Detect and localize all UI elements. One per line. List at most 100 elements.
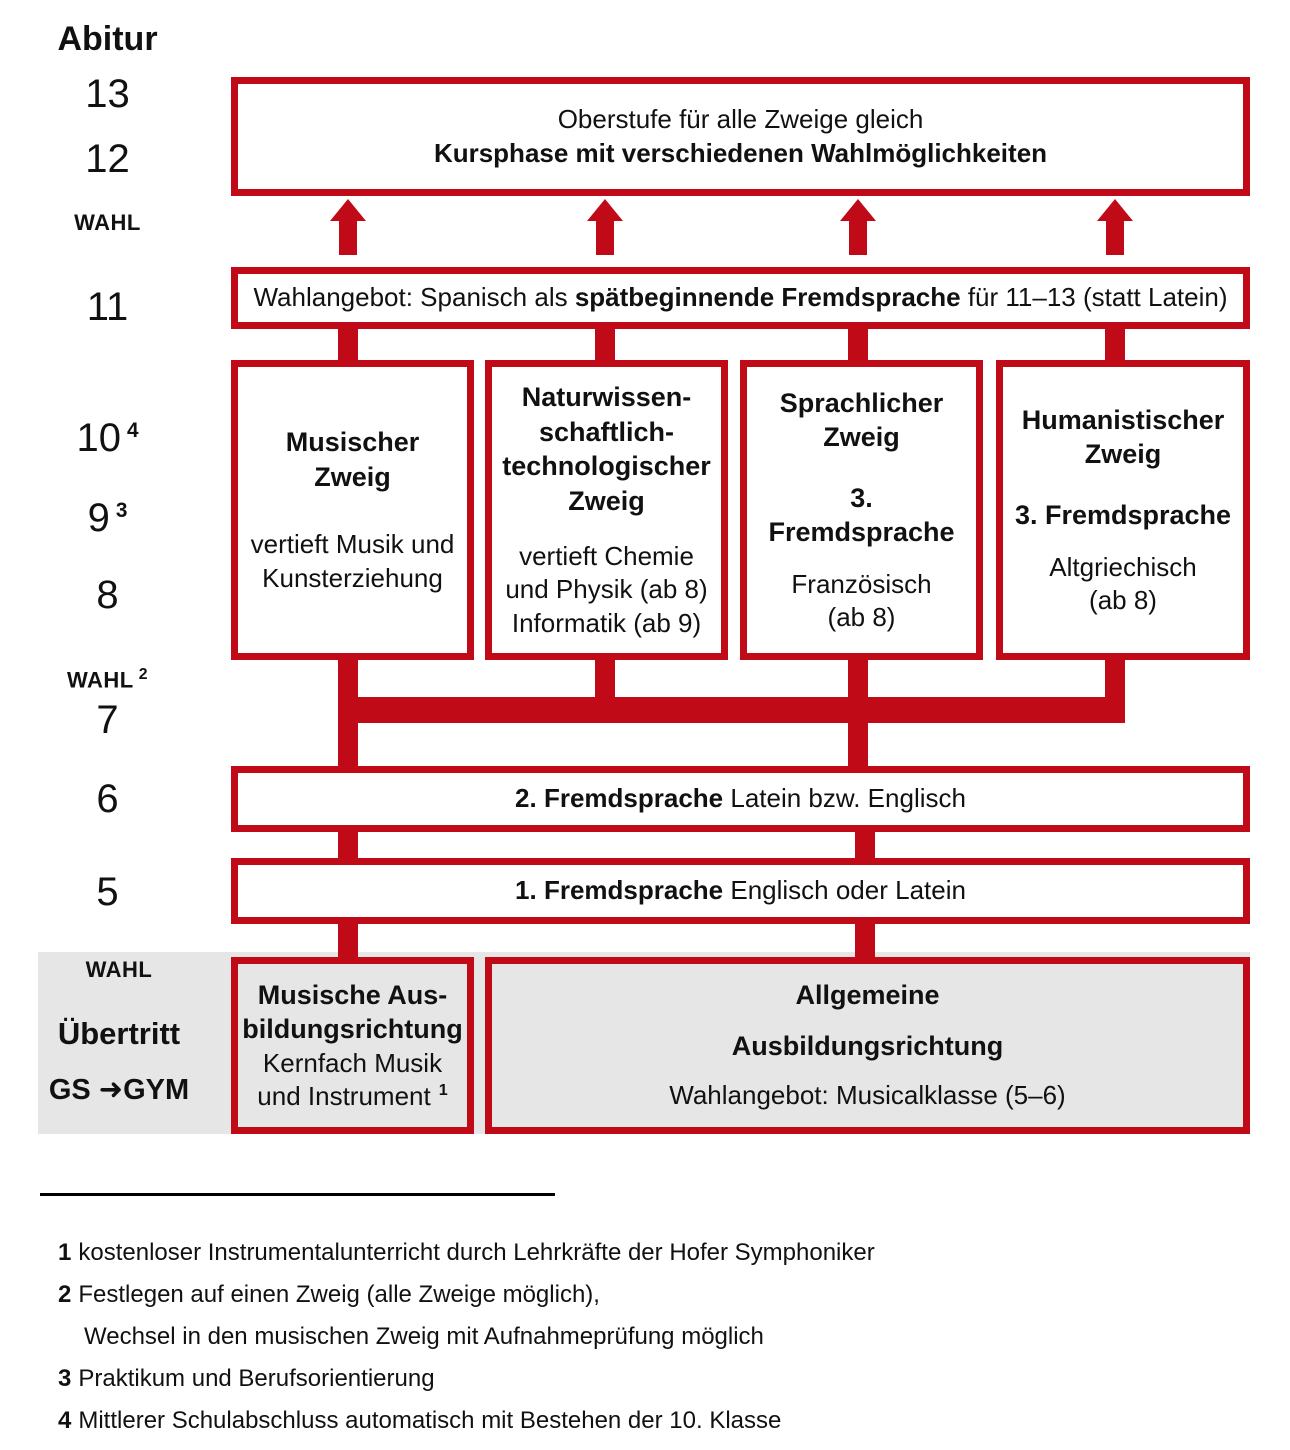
grade-label-13: 13 xyxy=(85,72,130,116)
branch-box-sprachlich: Sprachlicher Zweig 3. Fremdsprache Franz… xyxy=(740,360,983,660)
branch-detail-line: (ab 8) xyxy=(1089,584,1157,615)
footnote-ref-4: 4 xyxy=(126,418,139,442)
fremdsprache-2-rest: Latein bzw. Englisch xyxy=(723,783,966,814)
page-title: Abitur xyxy=(57,20,158,58)
branch-title-line: Musischer xyxy=(285,427,420,458)
branch-detail-line: Kunsterziehung xyxy=(262,562,443,593)
wahl-label-top: WAHL xyxy=(74,210,141,235)
branch-title-line: Humanistischer xyxy=(1021,404,1225,435)
allgemeine-detail: Wahlangebot: Musicalklasse (5–6) xyxy=(669,1080,1066,1111)
spanisch-pre: Wahlangebot: Spanisch als xyxy=(253,282,575,313)
grade-label-11: 11 xyxy=(86,285,129,329)
oberstufe-box: Oberstufe für alle Zweige gleich Kurspha… xyxy=(231,77,1250,196)
spanisch-post: für 11–13 (statt Latein) xyxy=(960,282,1228,313)
footnote-divider xyxy=(40,1193,555,1196)
arrow-up-humanistisch xyxy=(1097,199,1133,255)
arrow-up-sprachlich xyxy=(840,199,876,255)
musische-detail-line: Kernfach Musik xyxy=(262,1047,443,1078)
fremdsprache-2-text: 2. Fremdsprache Latein bzw. Englisch xyxy=(515,782,966,815)
connector-5-to-musische xyxy=(338,924,358,958)
branch-title-line: technologischer xyxy=(502,451,711,482)
fremdsprache-2-bold: 2. Fremdsprache xyxy=(515,783,724,814)
uebertritt-label: Übertritt xyxy=(57,1016,181,1051)
branch-title-line: schaftlich- xyxy=(538,416,675,447)
branch-detail-line: vertieft Chemie xyxy=(519,541,694,572)
connector-11-to-sprachlich xyxy=(848,329,868,361)
arrow-head-icon xyxy=(330,199,366,221)
fremdsprache-1-bold: 1. Fremdsprache xyxy=(515,875,724,906)
musische-ausbildungsrichtung-box: Musische Aus- bildungsrichtung Kernfach … xyxy=(231,957,474,1134)
arrow-head-icon xyxy=(1097,199,1133,221)
branch-subtitle: 3. Fremdsprache xyxy=(768,482,955,548)
grade-label-7: 7 xyxy=(96,698,119,742)
branch-subtitle: 3. Fremdsprache xyxy=(1014,500,1232,530)
oberstufe-line-2: Kursphase mit verschiedenen Wahlmöglichk… xyxy=(433,137,1048,168)
footnote-item: Wechsel in den musischen Zweig mit Aufna… xyxy=(58,1325,764,1349)
footnote-ref-1: 1 xyxy=(438,1081,448,1100)
branch-title-line: Naturwissen- xyxy=(521,382,692,412)
footnote-text: Wechsel in den musischen Zweig mit Aufna… xyxy=(84,1323,764,1350)
branch-detail-line: Altgriechisch xyxy=(1049,551,1197,582)
gs-gym-label: GS ➜GYM xyxy=(48,1074,190,1106)
arrow-up-nt xyxy=(587,199,623,255)
fremdsprache-1-text: 1. Fremdsprache Englisch oder Latein xyxy=(515,874,966,907)
branch-detail-line: vertieft Musik und xyxy=(250,529,455,560)
merge-bar-grade-7 xyxy=(348,697,1125,723)
footnote-number: 2 xyxy=(58,1281,72,1308)
footnote-text: kostenloser Instrumentalunterricht durch… xyxy=(78,1239,875,1266)
branch-box-musisch: Musischer Zweig vertieft Musik und Kunst… xyxy=(231,360,474,660)
oberstufe-line-1: Oberstufe für alle Zweige gleich xyxy=(557,104,924,135)
connector-11-to-nt xyxy=(595,329,615,361)
branch-title-line: Zweig xyxy=(314,461,391,492)
connector-6-to-5-right xyxy=(855,832,875,862)
footnote-number: 4 xyxy=(58,1407,72,1434)
arrow-shaft xyxy=(339,217,357,255)
branch-detail-line: und Physik (ab 8) xyxy=(505,574,708,605)
branch-box-humanistisch: Humanistischer Zweig 3. Fremdsprache Alt… xyxy=(996,360,1250,660)
footnote-text: Praktikum und Berufsorientierung xyxy=(78,1365,435,1392)
branch-detail-line: Französisch xyxy=(791,568,932,599)
spanisch-text: Wahlangebot: Spanisch als spätbeginnende… xyxy=(253,281,1227,314)
branch-title-line: Zweig xyxy=(823,422,900,453)
branch-detail-line: (ab 8) xyxy=(827,602,896,633)
branch-title-line: Sprachlicher xyxy=(779,387,944,418)
arrow-head-icon xyxy=(587,199,623,221)
musische-title-line: bildungsrichtung xyxy=(242,1014,463,1045)
fremdsprache-2-box: 2. Fremdsprache Latein bzw. Englisch xyxy=(231,766,1250,832)
branch-title-line: Zweig xyxy=(568,485,645,516)
branch-box-naturwissenschaftlich: Naturwissen- schaftlich- technologischer… xyxy=(485,360,728,660)
grade-label-8: 8 xyxy=(96,573,119,617)
footnote-number: 3 xyxy=(58,1365,72,1392)
arrow-shaft xyxy=(1106,217,1124,255)
musische-title-line: Musische Aus- xyxy=(257,979,448,1010)
fremdsprache-1-rest: Englisch oder Latein xyxy=(723,875,966,906)
arrow-shaft xyxy=(596,217,614,255)
footnote-ref-3: 3 xyxy=(115,498,128,522)
footnote-text: Festlegen auf einen Zweig (alle Zweige m… xyxy=(78,1281,600,1308)
connector-11-to-musisch xyxy=(338,329,358,361)
arrow-head-icon xyxy=(840,199,876,221)
arrow-up-musisch xyxy=(330,199,366,255)
connector-5-to-allgemeine xyxy=(855,924,875,958)
spanisch-box: Wahlangebot: Spanisch als spätbeginnende… xyxy=(231,267,1250,329)
branch-detail-line: Informatik (ab 9) xyxy=(511,607,702,638)
footnote-text: Mittlerer Schulabschluss automatisch mit… xyxy=(78,1407,782,1434)
fremdsprache-1-box: 1. Fremdsprache Englisch oder Latein xyxy=(231,858,1250,924)
connector-6-to-5-left xyxy=(338,832,358,862)
grade-label-6: 6 xyxy=(96,777,119,821)
branch-title-line: Zweig xyxy=(1084,439,1162,470)
grade-label-5: 5 xyxy=(96,870,119,914)
footnote-number: 1 xyxy=(58,1239,72,1266)
wahl-label-bottom: WAHL xyxy=(85,957,153,982)
allgemeine-title-line-2: Ausbildungsrichtung xyxy=(731,1030,1004,1061)
footnote-ref-2: 2 xyxy=(138,666,149,683)
allgemeine-title-line-1: Allgemeine xyxy=(795,980,940,1011)
allgemeine-ausbildungsrichtung-box: Allgemeine Ausbildungsrichtung Wahlangeb… xyxy=(485,957,1250,1134)
